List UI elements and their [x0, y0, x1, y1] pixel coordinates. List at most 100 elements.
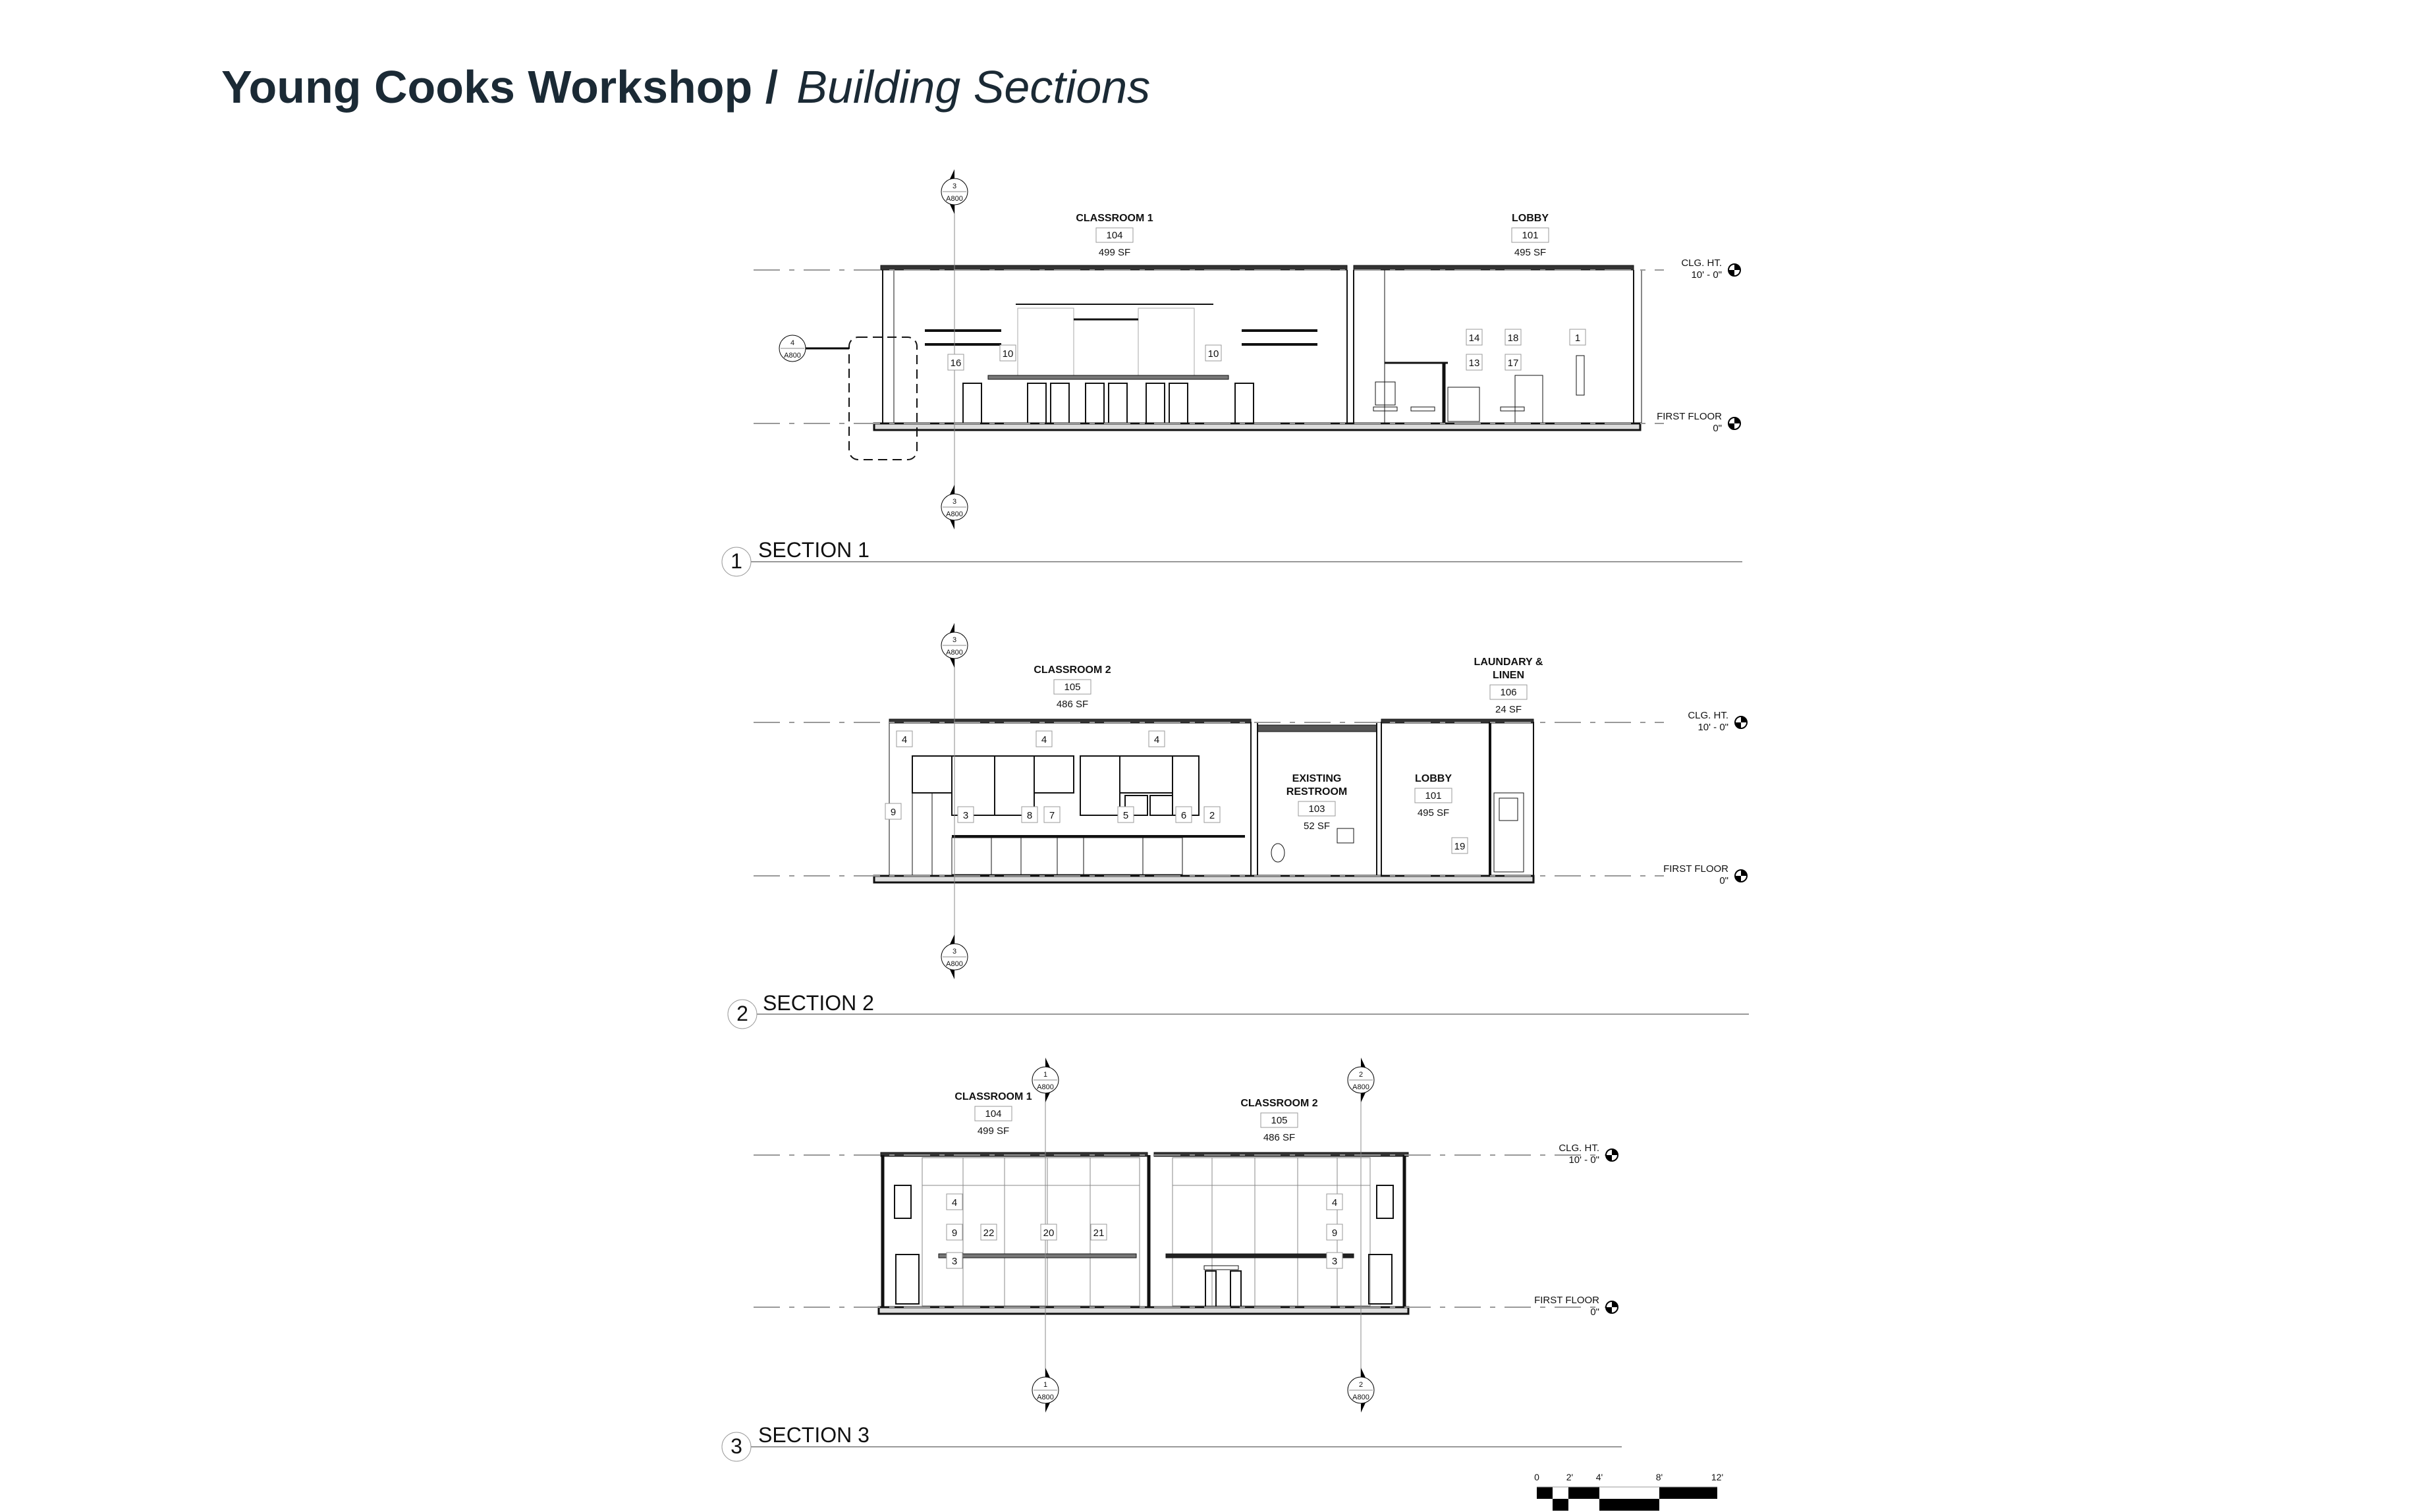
- marker-detail-number: 3: [953, 636, 956, 644]
- keynote-number: 8: [1027, 810, 1032, 821]
- room-area: 499 SF: [1099, 247, 1130, 258]
- keynote-tag: 4: [1036, 730, 1053, 747]
- section-1-building: [848, 265, 1642, 460]
- room-number: 101: [1522, 230, 1538, 241]
- ceiling-level-name: CLG. HT.: [1559, 1143, 1599, 1154]
- keynote-tag: 10: [1205, 344, 1222, 362]
- room-name: CLASSROOM 1: [954, 1091, 1032, 1102]
- room-area: 24 SF: [1495, 704, 1522, 715]
- keynote-tag: 18: [1505, 329, 1522, 346]
- scale-label: 4': [1596, 1472, 1603, 1482]
- keynote-tag: 9: [885, 803, 902, 820]
- room-name: LOBBY: [1415, 773, 1452, 784]
- section-number: 3: [731, 1434, 742, 1458]
- keynote-tag: 9: [946, 1224, 963, 1241]
- floor-level-elevation: 0": [1719, 875, 1728, 886]
- floor-level-name: FIRST FLOOR: [1657, 411, 1722, 422]
- keynote-tag: 4: [946, 1193, 963, 1210]
- ceiling-level-elevation: 10' - 0": [1568, 1154, 1599, 1166]
- keynote-number: 4: [1332, 1197, 1337, 1208]
- keynote-tag: 6: [1175, 806, 1192, 823]
- keynote-number: 9: [952, 1228, 957, 1239]
- floor-level-elevation: 0": [1713, 423, 1722, 434]
- keynote-tag: 14: [1466, 329, 1483, 346]
- room-name: LOBBY: [1512, 213, 1549, 224]
- marker-sheet-number: A800: [946, 649, 963, 657]
- room-number: 105: [1064, 682, 1080, 693]
- room-area: 52 SF: [1304, 821, 1330, 832]
- sheet-title: Young Cooks Workshop / Building Sections: [221, 61, 1150, 113]
- floor-level-marker-icon: [1605, 1301, 1618, 1314]
- keynote-tag: 8: [1021, 806, 1038, 823]
- keynote-tag: 22: [980, 1224, 997, 1241]
- keynote-tag: 4: [1326, 1193, 1343, 1210]
- room-number: 104: [1106, 230, 1122, 241]
- section-number: 2: [736, 1002, 748, 1025]
- ceiling-level-name: CLG. HT.: [1681, 257, 1722, 269]
- keynote-tag: 3: [957, 806, 974, 823]
- keynote-tag: 21: [1090, 1224, 1107, 1241]
- keynote-number: 17: [1508, 358, 1519, 369]
- marker-detail-number: 3: [953, 498, 956, 506]
- keynote-number: 2: [1209, 810, 1215, 821]
- keynote-number: 6: [1181, 810, 1186, 821]
- keynote-number: 21: [1093, 1228, 1105, 1239]
- scale-label: 0: [1534, 1472, 1539, 1482]
- keynote-tag: 16: [947, 354, 964, 371]
- marker-detail-number: 2: [1359, 1381, 1363, 1389]
- keynote-number: 10: [1003, 348, 1014, 360]
- floor-level-elevation: 0": [1590, 1307, 1599, 1318]
- keynote-number: 13: [1469, 358, 1480, 369]
- room-number: 104: [985, 1108, 1001, 1120]
- keynote-tag: 9: [1326, 1224, 1343, 1241]
- keynote-tag: 19: [1451, 837, 1468, 854]
- scale-label: 12': [1711, 1472, 1723, 1482]
- room-area: 495 SF: [1514, 247, 1546, 258]
- scale-label: 8': [1656, 1472, 1663, 1482]
- room-number: 101: [1425, 790, 1441, 801]
- room-area: 499 SF: [978, 1125, 1009, 1137]
- room-name: LAUNDARY &: [1474, 657, 1543, 668]
- marker-sheet-number: A800: [784, 352, 801, 360]
- keynote-number: 18: [1508, 333, 1519, 344]
- sheet-name: Building Sections: [796, 61, 1151, 113]
- section-title: 2 SECTION 2: [727, 991, 1749, 1029]
- scale-label: 2': [1566, 1472, 1573, 1482]
- keynote-tag: 4: [1148, 730, 1165, 747]
- keynote-tag: 5: [1117, 806, 1134, 823]
- section-name: SECTION 2: [763, 991, 874, 1015]
- keynote-number: 14: [1469, 333, 1480, 344]
- keynote-number: 5: [1123, 810, 1128, 821]
- keynote-tag: 7: [1043, 806, 1061, 823]
- keynote-number: 16: [951, 358, 962, 369]
- keynote-tag: 10: [999, 344, 1016, 362]
- room-area: 486 SF: [1057, 699, 1088, 710]
- section-name: SECTION 3: [758, 1423, 870, 1447]
- floor-level-marker-icon: [1734, 869, 1748, 882]
- ceiling-level-marker-icon: [1728, 263, 1741, 277]
- keynote-number: 3: [963, 810, 968, 821]
- marker-sheet-number: A800: [1352, 1393, 1369, 1401]
- room-number: 105: [1271, 1115, 1287, 1126]
- keynote-number: 4: [1154, 734, 1159, 745]
- keynote-number: 7: [1049, 810, 1055, 821]
- project-name: Young Cooks Workshop /: [221, 61, 779, 113]
- keynote-tag: 20: [1040, 1224, 1057, 1241]
- keynote-tag: 4: [896, 730, 913, 747]
- room-number: 103: [1308, 803, 1325, 815]
- marker-sheet-number: A800: [946, 960, 963, 968]
